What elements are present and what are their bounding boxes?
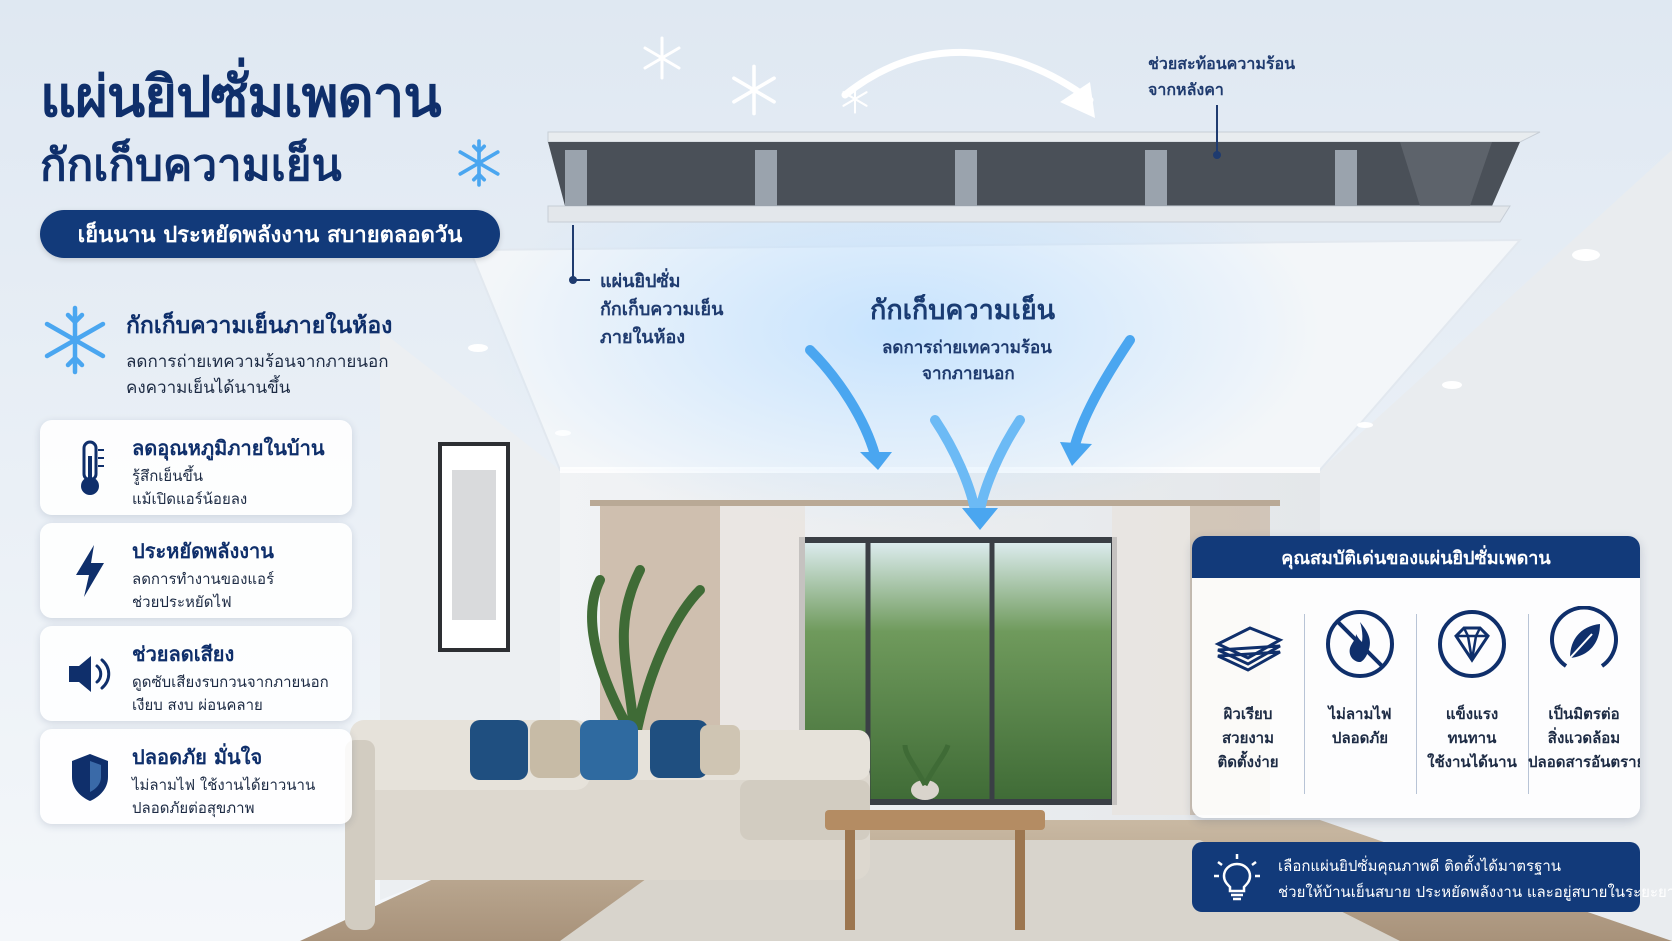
property-line: ทนทาน: [1447, 729, 1497, 747]
property-item: ไม่ลามไฟ ปลอดภัย: [1304, 590, 1416, 810]
snowflake-icon: [842, 84, 868, 114]
property-item: แข็งแรง ทนทาน ใช้งานได้นาน: [1416, 590, 1528, 810]
card-title: ลดอุณหภูมิภายในบ้าน: [132, 436, 325, 460]
main-feature-line1: ลดการถ่ายเทความร้อนจากภายนอก: [126, 352, 389, 372]
property-line: ติดตั้งง่าย: [1217, 753, 1279, 771]
property-line: เป็นมิตรต่อ: [1548, 705, 1620, 723]
board-annotation-line2: กักเก็บความเย็น: [600, 299, 724, 320]
card-title: ประหยัดพลังงาน: [132, 539, 274, 563]
benefit-card-temperature: ลดอุณหภูมิภายในบ้าน รู้สึกเย็นขึ้น แม้เป…: [40, 420, 352, 515]
property-line: ไม่ลามไฟ: [1328, 705, 1392, 723]
page-title: แผ่นยิปซั่มเพดาน: [40, 65, 442, 130]
diamond-icon: [1438, 610, 1506, 678]
card-line1: ลดการทำงานของแอร์: [132, 570, 275, 588]
snowflake-icon: [643, 36, 681, 80]
roof-annotation-line2: จากหลังคา: [1148, 80, 1224, 99]
benefit-card-sound: ช่วยลดเสียง ดูดซับเสียงรบกวนจากภายนอก เง…: [40, 626, 352, 721]
page-subtitle: กักเก็บความเย็น: [40, 140, 342, 191]
property-line: แข็งแรง: [1445, 705, 1499, 723]
card-line2: ช่วยประหยัดไฟ: [132, 593, 232, 611]
property-line: สิ่งแวดล้อม: [1547, 729, 1621, 747]
divider: [1304, 614, 1305, 794]
main-feature-line2: คงความเย็นได้นานขึ้น: [126, 378, 291, 398]
tip-line1: เลือกแผ่นยิปซั่มคุณภาพดี ติดตั้งได้มาตรฐ…: [1278, 857, 1562, 875]
board-annotation-line1: แผ่นยิปซั่ม: [600, 271, 681, 292]
board-annotation-line3: ภายในห้อง: [600, 327, 686, 348]
card-line2: ปลอดภัยต่อสุขภาพ: [132, 799, 255, 817]
divider: [1528, 614, 1529, 794]
benefit-card-energy: ประหยัดพลังงาน ลดการทำงานของแอร์ ช่วยประ…: [40, 523, 352, 618]
no-fire-icon: [1326, 610, 1394, 678]
divider: [1416, 614, 1417, 794]
board-layers-icon: [1214, 626, 1284, 672]
property-line: ปลอดภัย: [1331, 729, 1389, 747]
property-line: สวยงาม: [1221, 729, 1274, 747]
snowflake-icon: [44, 305, 106, 375]
card-title: ปลอดภัย มั่นใจ: [132, 745, 263, 769]
property-line: ปลอดสารอันตราย: [1528, 753, 1640, 771]
benefit-card-safety: ปลอดภัย มั่นใจ ไม่ลามไฟ ใช้งานได้ยาวนาน …: [40, 729, 352, 824]
properties-header: คุณสมบัติเด่นของแผ่นยิปซั่มเพดาน: [1192, 536, 1640, 578]
snowflake-icon: [458, 139, 500, 187]
center-annotation-line2: จากภายนอก: [922, 364, 1015, 384]
property-item: ผิวเรียบ สวยงาม ติดตั้งง่าย: [1192, 590, 1304, 810]
tagline-banner: เย็นนาน ประหยัดพลังงาน สบายตลอดวัน: [40, 210, 500, 258]
snowflake-icon: [732, 64, 776, 116]
thermometer-icon: [62, 438, 118, 498]
leaf-icon: [1550, 606, 1618, 668]
main-feature-title: กักเก็บความเย็นภายในห้อง: [126, 313, 393, 339]
tip-line2: ช่วยให้บ้านเย็นสบาย ประหยัดพลังงาน และอย…: [1278, 883, 1672, 901]
roof-annotation-line1: ช่วยสะท้อนความร้อน: [1148, 54, 1296, 73]
center-annotation-line1: ลดการถ่ายเทความร้อน: [882, 338, 1052, 358]
lightbulb-icon: [1214, 854, 1260, 901]
center-annotation-title: กักเก็บความเย็น: [870, 295, 1056, 326]
property-line: ใช้งานได้นาน: [1427, 753, 1517, 771]
property-line: ผิวเรียบ: [1223, 705, 1273, 723]
speaker-icon: [62, 644, 118, 704]
card-line1: รู้สึกเย็นขึ้น: [132, 467, 203, 485]
lightning-icon: [62, 541, 118, 601]
properties-panel: คุณสมบัติเด่นของแผ่นยิปซั่มเพดาน ผิวเรีย…: [1192, 536, 1640, 818]
card-line2: เงียบ สงบ ผ่อนคลาย: [132, 696, 263, 714]
card-line1: ดูดซับเสียงรบกวนจากภายนอก: [132, 673, 329, 691]
card-title: ช่วยลดเสียง: [132, 642, 235, 666]
shield-icon: [62, 747, 118, 807]
property-item: เป็นมิตรต่อ สิ่งแวดล้อม ปลอดสารอันตราย: [1528, 590, 1640, 810]
tip-banner: เลือกแผ่นยิปซั่มคุณภาพดี ติดตั้งได้มาตรฐ…: [1192, 842, 1672, 912]
card-line1: ไม่ลามไฟ ใช้งานได้ยาวนาน: [132, 776, 316, 794]
card-line2: แม้เปิดแอร์น้อยลง: [132, 490, 248, 508]
